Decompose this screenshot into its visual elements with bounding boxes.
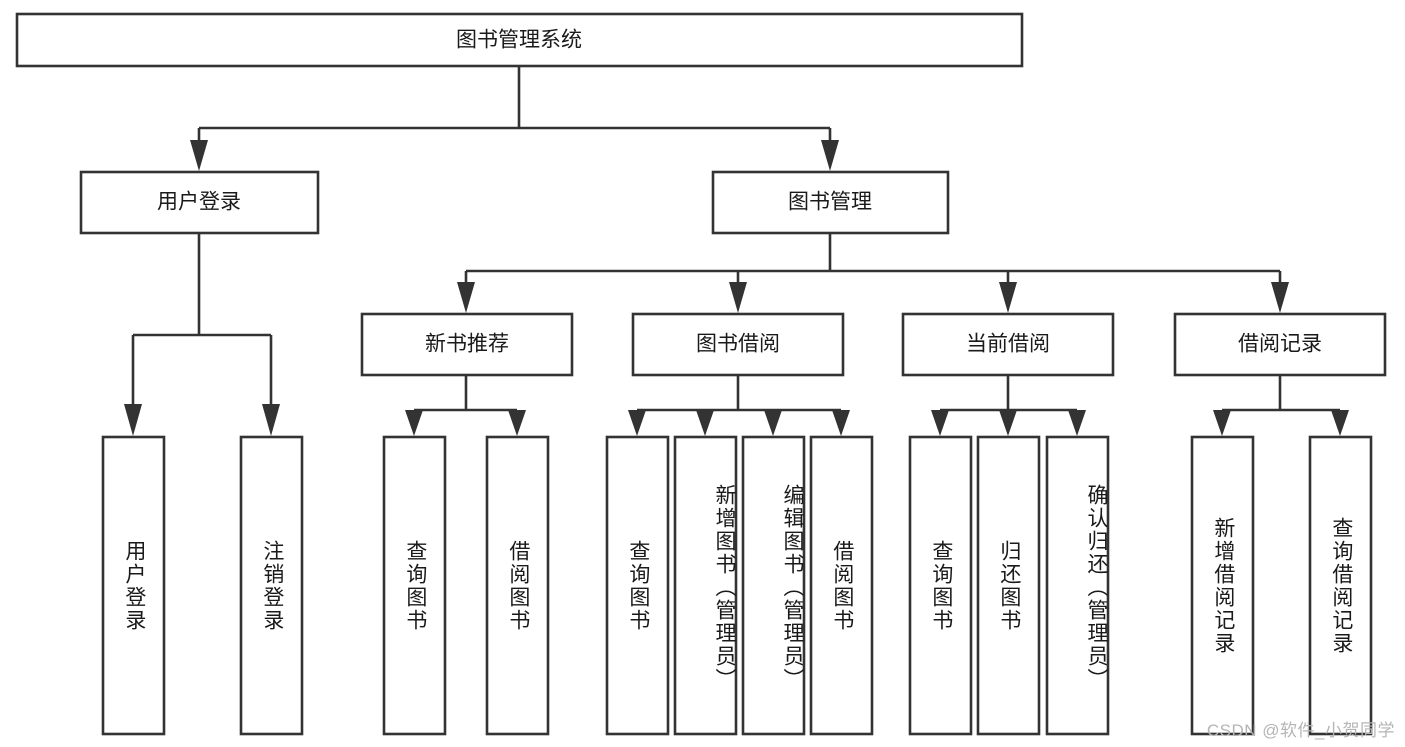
node-book-management-box[interactable]	[711, 170, 950, 235]
arrow-head-nb-child-2	[508, 410, 526, 436]
leaf-box-current-borrow-1[interactable]	[908, 435, 973, 736]
arrow-head-cb-child-1	[931, 410, 949, 436]
connector-group-book-mgmt	[457, 233, 1289, 313]
leaf-box-current-borrow-2[interactable]	[976, 435, 1041, 736]
connector-group-new-book	[405, 376, 526, 436]
arrow-head-cb-child-3	[1068, 410, 1086, 436]
node-root-label: 图书管理系统	[456, 29, 582, 52]
arrow-head-br-child-2	[1331, 410, 1349, 436]
connector-group-current-borrow	[931, 376, 1086, 436]
arrow-head-user-login	[190, 140, 208, 171]
arrow-head-ul-child-1	[124, 404, 142, 436]
arrow-head-book-mgmt	[821, 140, 839, 171]
csdn-watermark: CSDN @软件_小贺同学	[1206, 721, 1395, 740]
arrow-head-bb-child-2	[696, 410, 714, 436]
leaf-box-book-borrow-3[interactable]	[741, 435, 806, 736]
node-borrow-record-label: 借阅记录	[1238, 333, 1322, 356]
node-book-borrow-label: 图书借阅	[696, 333, 780, 356]
connector-group-user-login	[124, 233, 280, 436]
node-current-borrow-box[interactable]	[901, 312, 1115, 377]
connector-group-root	[190, 66, 839, 171]
arrow-head-ul-child-2	[262, 404, 280, 436]
leaf-box-borrow-record-2[interactable]	[1308, 435, 1373, 736]
node-book-management[interactable]: 图书管理	[711, 170, 950, 235]
arrow-head-borrow-record	[1271, 282, 1289, 313]
connector-group-book-borrow	[628, 376, 850, 436]
arrow-head-bb-child-3	[764, 410, 782, 436]
leaf-boxes-user-login	[101, 435, 304, 736]
arrow-head-cb-child-2	[999, 410, 1017, 436]
leaf-box-book-borrow-4[interactable]	[809, 435, 874, 736]
node-root-box[interactable]	[15, 12, 1024, 68]
node-user-login-box[interactable]	[79, 170, 320, 235]
leaf-box-book-borrow-1[interactable]	[605, 435, 670, 736]
arrow-head-book-borrow	[729, 282, 747, 313]
node-book-management-label: 图书管理	[788, 191, 872, 214]
node-borrow-record[interactable]: 借阅记录	[1173, 312, 1387, 377]
leaf-box-user-login-1[interactable]	[101, 435, 166, 736]
node-current-borrow[interactable]: 当前借阅	[901, 312, 1115, 377]
node-new-book-recommend-box[interactable]	[360, 312, 574, 377]
arrow-head-new-book	[457, 282, 475, 313]
leaf-box-borrow-record-1[interactable]	[1190, 435, 1255, 736]
node-new-book-recommend-label: 新书推荐	[425, 333, 509, 356]
arrow-head-nb-child-1	[405, 410, 423, 436]
leaf-boxes-current-borrow	[908, 435, 1110, 736]
leaf-box-new-book-2[interactable]	[485, 435, 550, 736]
leaf-boxes-borrow-record	[1190, 435, 1373, 736]
node-user-login[interactable]: 用户登录	[79, 170, 320, 235]
node-book-borrow[interactable]: 图书借阅	[631, 312, 845, 377]
node-borrow-record-box[interactable]	[1173, 312, 1387, 377]
leaf-box-new-book-1[interactable]	[382, 435, 447, 736]
leaf-boxes-book-borrow	[605, 435, 874, 736]
arrow-head-bb-child-4	[832, 410, 850, 436]
arrow-head-br-child-1	[1213, 410, 1231, 436]
node-new-book-recommend[interactable]: 新书推荐	[360, 312, 574, 377]
arrow-head-current-borrow	[999, 282, 1017, 313]
node-root[interactable]: 图书管理系统	[15, 12, 1024, 68]
connector-group-borrow-record	[1213, 376, 1349, 436]
node-book-borrow-box[interactable]	[631, 312, 845, 377]
leaf-box-book-borrow-2[interactable]	[673, 435, 738, 736]
leaf-box-current-borrow-3[interactable]	[1045, 435, 1110, 736]
node-current-borrow-label: 当前借阅	[966, 333, 1050, 356]
node-user-login-label: 用户登录	[157, 191, 241, 214]
leaf-box-user-login-2[interactable]	[239, 435, 304, 736]
leaf-boxes-new-book-recommend	[382, 435, 550, 736]
arrow-head-bb-child-1	[628, 410, 646, 436]
